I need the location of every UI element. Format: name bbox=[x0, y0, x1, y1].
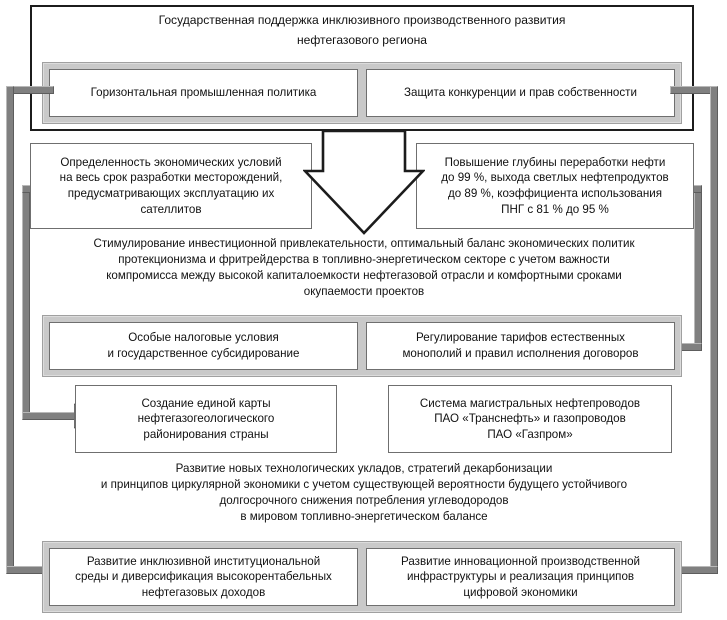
level5-panel: Развитие инклюзивной институциональной с… bbox=[42, 541, 682, 613]
level4-right-box[interactable]: Система магистральных нефтепроводов ПАО … bbox=[388, 385, 672, 453]
connector-left-outer-vertical bbox=[6, 86, 14, 574]
level5-left-box[interactable]: Развитие инклюзивной институциональной с… bbox=[49, 548, 358, 606]
paragraph-1-line-3: компромисса между высокой капиталоемкост… bbox=[106, 268, 622, 282]
level3-left-box[interactable]: Особые налоговые условия и государственн… bbox=[49, 322, 358, 370]
level5-right-box[interactable]: Развитие инновационной производственной … bbox=[366, 548, 675, 606]
level5-left-line-2: среды и диверсификация высокорентабельны… bbox=[75, 570, 332, 584]
paragraph-1: Стимулирование инвестиционной привлекате… bbox=[34, 236, 694, 300]
paragraph-2: Развитие новых технологических укладов, … bbox=[22, 461, 706, 525]
level1-left-box-label: Горизонтальная промышленная политика bbox=[90, 86, 317, 100]
level1-right-box[interactable]: Защита конкуренции и прав собственности bbox=[366, 69, 675, 117]
connector-right-outer-vertical bbox=[710, 86, 718, 574]
connector-left-inner-vertical bbox=[22, 185, 30, 420]
level4-right-line-3: ПАО «Газпром» bbox=[487, 427, 573, 441]
level2-right-line-2: до 99 %, выхода светлых нефтепродуктов bbox=[441, 171, 669, 185]
level4-right-line-1: Система магистральных нефтепроводов bbox=[419, 396, 641, 410]
level1-left-box[interactable]: Горизонтальная промышленная политика bbox=[49, 69, 358, 117]
paragraph-2-line-3: долгосрочного снижения потребления углев… bbox=[219, 493, 509, 507]
level1-panel: Горизонтальная промышленная политика Защ… bbox=[42, 62, 682, 124]
outer-frame-top bbox=[30, 5, 694, 131]
level3-left-line-1: Особые налоговые условия bbox=[128, 331, 279, 345]
level4-left-line-2: нефтегазогеологического bbox=[137, 412, 275, 426]
level2-right-line-4: ПНГ с 81 % до 95 % bbox=[501, 202, 609, 216]
level3-right-box[interactable]: Регулирование тарифов естественных моноп… bbox=[366, 322, 675, 370]
level2-left-line-3: предусматривающих эксплуатацию их bbox=[67, 187, 275, 200]
paragraph-1-line-2: протекционизма и фритрейдерства в топлив… bbox=[118, 252, 610, 266]
level4-right-line-2: ПАО «Транснефть» и газопроводов bbox=[434, 412, 626, 426]
paragraph-1-line-1: Стимулирование инвестиционной привлекате… bbox=[93, 237, 635, 250]
level4-left-line-1: Создание единой карты bbox=[141, 396, 271, 410]
page-title: Государственная поддержка инклюзивного п… bbox=[44, 12, 680, 48]
level2-left-line-1: Определенность экономических условий bbox=[60, 155, 282, 169]
level2-right-line-3: до 89 %, коэффициента использования bbox=[447, 187, 663, 200]
level2-right-line-1: Повышение глубины переработки нефти bbox=[444, 155, 666, 169]
paragraph-2-line-4: в мировом топливно-энергетическом баланс… bbox=[240, 509, 488, 523]
level5-right-line-3: цифровой экономики bbox=[463, 585, 578, 599]
paragraph-2-line-1: Развитие новых технологических укладов, … bbox=[175, 462, 553, 475]
level1-right-box-label: Защита конкуренции и прав собственности bbox=[404, 86, 637, 100]
level3-panel: Особые налоговые условия и государственн… bbox=[42, 315, 682, 377]
connector-right-inner-vertical bbox=[694, 185, 702, 351]
level2-left-line-2: на весь срок разработки месторождений, bbox=[59, 171, 283, 185]
level3-right-line-1: Регулирование тарифов естественных bbox=[416, 331, 625, 345]
down-arrow-icon bbox=[303, 131, 425, 235]
level5-left-line-3: нефтегазовых доходов bbox=[141, 585, 266, 599]
level2-left-box[interactable]: Определенность экономических условий на … bbox=[30, 143, 312, 229]
page-title-line-2: нефтегазового региона bbox=[296, 32, 428, 47]
level3-right-line-2: монополий и правил исполнения договоров bbox=[402, 347, 639, 360]
paragraph-1-line-4: окупаемости проектов bbox=[303, 284, 425, 298]
level5-right-line-1: Развитие инновационной производственной bbox=[400, 554, 641, 568]
level2-left-line-4: сателлитов bbox=[140, 202, 202, 216]
level3-left-line-2: и государственное субсидирование bbox=[107, 347, 300, 360]
level4-left-box[interactable]: Создание единой карты нефтегазогеологиче… bbox=[75, 385, 337, 453]
level5-right-line-2: инфраструктуры и реализация принципов bbox=[406, 570, 635, 584]
paragraph-2-line-2: и принципов циркулярной экономики с учет… bbox=[100, 477, 628, 491]
level5-left-line-1: Развитие инклюзивной институциональной bbox=[86, 554, 321, 568]
page-title-line-1: Государственная поддержка инклюзивного п… bbox=[158, 13, 566, 27]
level2-right-box[interactable]: Повышение глубины переработки нефти до 9… bbox=[416, 143, 694, 229]
level4-left-line-3: районирования страны bbox=[143, 427, 269, 441]
